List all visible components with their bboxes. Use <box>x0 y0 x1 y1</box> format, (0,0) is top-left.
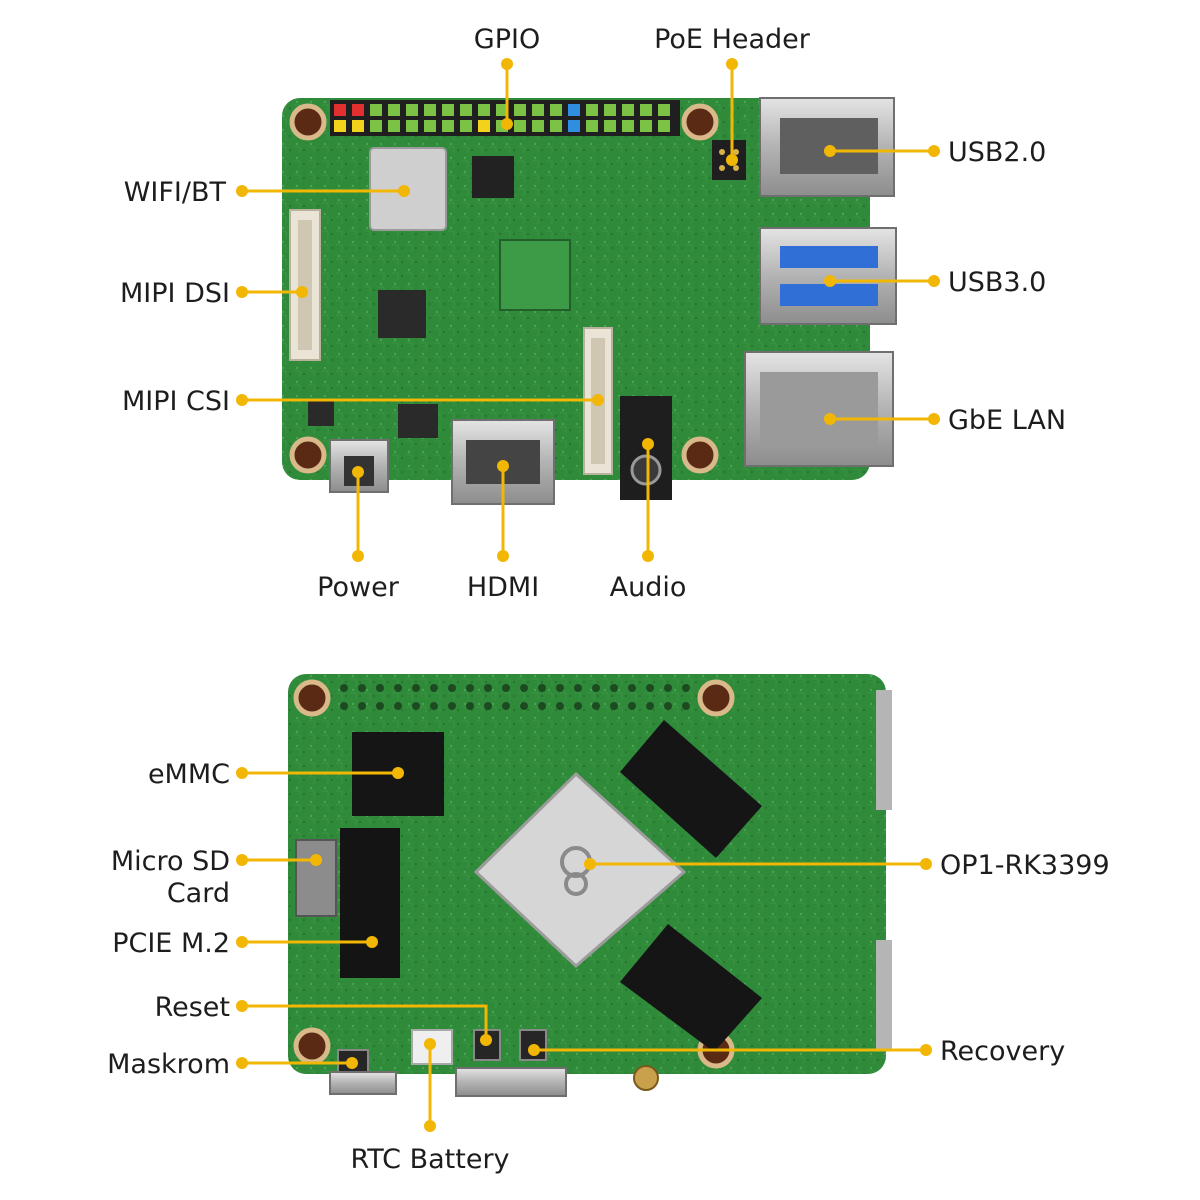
label-maskrom: Maskrom <box>107 1049 230 1080</box>
gpio-pin-holes <box>340 684 690 710</box>
pcie-m2-slot <box>340 828 400 978</box>
chip <box>499 239 571 311</box>
label-pcie: PCIE M.2 <box>112 928 230 959</box>
label-emmc: eMMC <box>148 759 230 790</box>
label-poe-header: PoE Header <box>654 24 811 55</box>
soc-chip <box>473 771 687 969</box>
top-board <box>282 97 897 505</box>
mounting-hole <box>293 679 331 717</box>
bottom-jack <box>633 1065 659 1091</box>
label-mipi-csi: MIPI CSI <box>122 386 230 417</box>
gpio-header <box>330 100 680 136</box>
label-mipi-dsi: MIPI DSI <box>120 278 230 309</box>
label-gbe-lan: GbE LAN <box>948 405 1066 436</box>
label-gpio: GPIO <box>474 24 540 55</box>
micro-sd-slot <box>295 839 337 917</box>
ram-chip <box>620 924 762 1052</box>
chip <box>308 400 334 426</box>
label-rtc-battery: RTC Battery <box>350 1144 509 1175</box>
side-connector <box>876 690 892 810</box>
label-micro-sd-line2: Card <box>167 878 230 909</box>
label-reset: Reset <box>155 992 230 1023</box>
label-power: Power <box>317 572 400 603</box>
label-recovery: Recovery <box>940 1036 1065 1067</box>
label-wifi-bt: WIFI/BT <box>124 177 227 208</box>
bottom-port <box>455 1067 567 1097</box>
chip <box>398 404 438 438</box>
chip <box>472 156 514 198</box>
mounting-hole <box>289 103 327 141</box>
bottom-board <box>288 674 892 1097</box>
label-micro-sd-line1: Micro SD <box>111 846 230 877</box>
label-audio: Audio <box>610 572 687 603</box>
mounting-hole <box>293 1027 331 1065</box>
label-hdmi: HDMI <box>467 572 539 603</box>
label-soc: OP1-RK3399 <box>940 850 1110 881</box>
bottom-port <box>329 1071 397 1095</box>
mounting-hole <box>681 103 719 141</box>
bottom-callouts <box>236 767 932 1132</box>
chip <box>378 290 426 338</box>
label-usb2: USB2.0 <box>948 137 1046 168</box>
ram-chip <box>620 720 762 858</box>
top-callouts <box>236 58 940 562</box>
mounting-hole <box>681 436 719 474</box>
mounting-hole <box>289 436 327 474</box>
mounting-hole <box>697 679 735 717</box>
side-connector <box>876 940 892 1050</box>
label-usb3: USB3.0 <box>948 267 1046 298</box>
